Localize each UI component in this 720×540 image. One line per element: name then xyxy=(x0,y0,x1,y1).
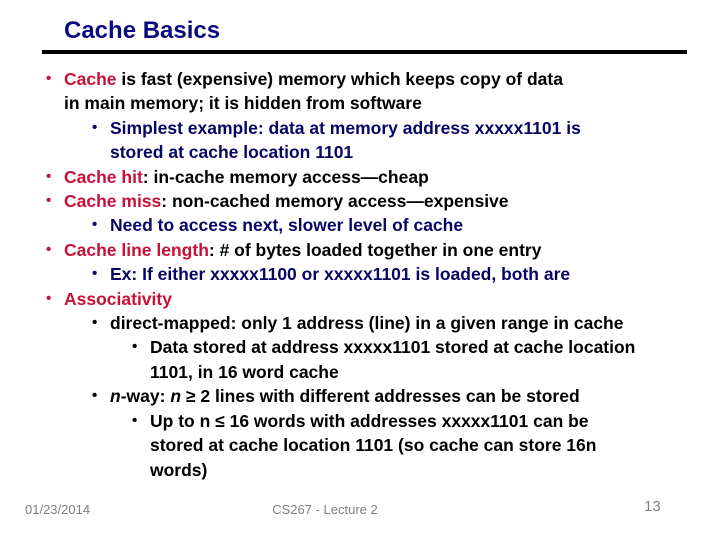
bullet-item: • Cache hit: in-cache memory access—cheap xyxy=(0,165,720,189)
bullet-marker-icon: • xyxy=(92,118,98,136)
bullet-text: Cache miss: non-cached memory access—exp… xyxy=(64,191,509,212)
bullet-item: • Cache is fast (expensive) memory which … xyxy=(0,67,720,116)
bullet-text: n-way: n ≥ 2 lines with different addres… xyxy=(110,386,580,407)
bullet-marker-icon: • xyxy=(46,289,52,307)
bullet-item: • Simplest example: data at memory addres… xyxy=(0,116,720,165)
bullet-marker-icon: • xyxy=(92,387,98,405)
bullet-item: • Cache line length: # of bytes loaded to… xyxy=(0,238,720,262)
bullet-text: Cache hit: in-cache memory access—cheap xyxy=(64,166,429,187)
bullet-list: • Cache is fast (expensive) memory which … xyxy=(0,67,720,482)
bullet-marker-icon: • xyxy=(46,70,52,87)
page-number: 13 xyxy=(644,498,661,515)
bullet-marker-icon: • xyxy=(92,314,98,332)
bullet-text: Associativity xyxy=(64,288,172,309)
bullet-item: • Cache miss: non-cached memory access—ex… xyxy=(0,189,720,213)
bullet-item: • Ex: If either xxxxx1100 or xxxxx1101 is… xyxy=(0,262,720,286)
bullet-text: Cache line length: # of bytes loaded tog… xyxy=(64,239,542,260)
bullet-text: Data stored at address xxxxx1101 stored … xyxy=(150,337,636,382)
bullet-marker-icon: • xyxy=(46,192,52,210)
bullet-item: • n-way: n ≥ 2 lines with different addre… xyxy=(0,384,720,408)
bullet-marker-icon: • xyxy=(46,167,52,185)
title-underline-rule xyxy=(42,50,687,54)
bullet-marker-icon: • xyxy=(92,216,98,234)
bullet-item: • direct-mapped: only 1 address (line) in… xyxy=(0,311,720,335)
bullet-item: • Associativity xyxy=(0,287,720,311)
footer-course: CS267 - Lecture 2 xyxy=(272,502,378,517)
bullet-marker-icon: • xyxy=(46,240,52,258)
bullet-item: • Data stored at address xxxxx1101 stored… xyxy=(0,335,720,384)
bullet-text: direct-mapped: only 1 address (line) in … xyxy=(110,313,624,334)
bullet-text: Up to n ≤ 16 words with addresses xxxxx1… xyxy=(150,410,597,480)
bullet-item: • Need to access next, slower level of ca… xyxy=(0,213,720,237)
bullet-marker-icon: • xyxy=(132,411,138,429)
bullet-text: Cache is fast (expensive) memory which k… xyxy=(64,69,563,114)
bullet-text: Ex: If either xxxxx1100 or xxxxx1101 is … xyxy=(110,264,571,285)
bullet-text: Simplest example: data at memory address… xyxy=(110,117,581,163)
bullet-marker-icon: • xyxy=(132,338,138,356)
bullet-item: • Up to n ≤ 16 words with addresses xxxxx… xyxy=(0,409,720,482)
bullet-text: Need to access next, slower level of cac… xyxy=(110,215,464,236)
footer-date: 01/23/2014 xyxy=(25,502,91,517)
bullet-marker-icon: • xyxy=(92,265,98,283)
slide-title: Cache Basics xyxy=(64,17,221,44)
